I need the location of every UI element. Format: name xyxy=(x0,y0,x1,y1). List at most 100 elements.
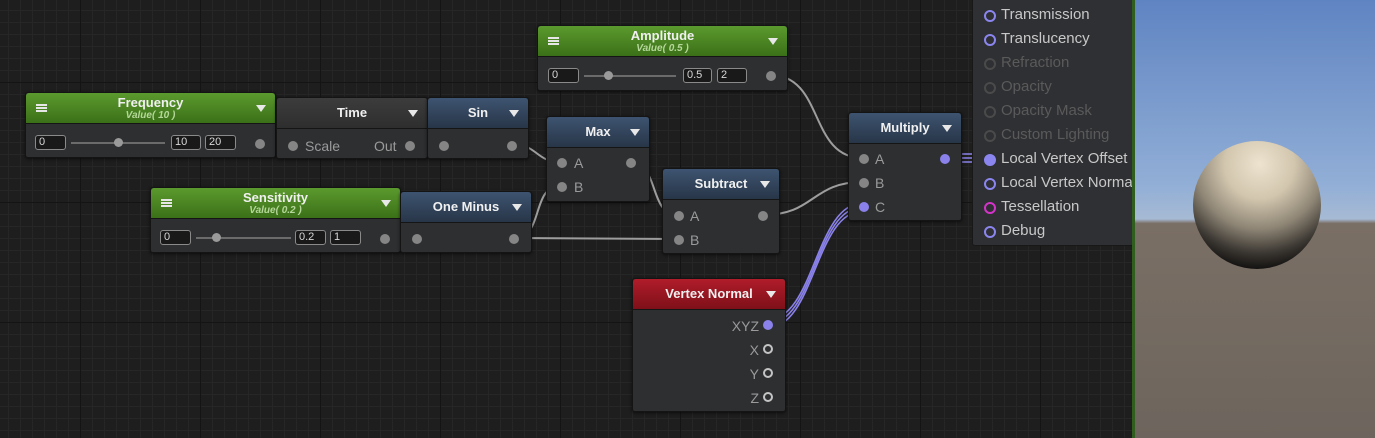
output-port-debug[interactable]: Debug xyxy=(973,221,1133,241)
b-label: B xyxy=(574,179,584,195)
input-port[interactable] xyxy=(439,141,449,151)
min-field[interactable]: 0 xyxy=(548,68,579,83)
value-slider-thumb[interactable] xyxy=(114,138,123,147)
menu-icon[interactable] xyxy=(36,104,47,112)
out-label: Out xyxy=(374,138,397,154)
b-label: B xyxy=(875,175,885,191)
x-output-port[interactable] xyxy=(763,344,773,354)
max-field[interactable]: 20 xyxy=(205,135,236,150)
output-port[interactable] xyxy=(507,141,517,151)
output-port-opacity: Opacity xyxy=(973,77,1133,97)
xyz-output-port[interactable] xyxy=(763,320,773,330)
out-port[interactable] xyxy=(405,141,415,151)
output-port-translucency[interactable]: Translucency xyxy=(973,29,1133,49)
menu-icon[interactable] xyxy=(161,199,172,207)
one-minus-node[interactable]: One Minus xyxy=(400,191,532,253)
material-preview[interactable] xyxy=(1132,0,1375,438)
b-input-port[interactable] xyxy=(557,182,567,192)
wire-oneminus-subtract-b xyxy=(513,237,679,240)
frequency-header[interactable]: Frequency Value( 10 ) xyxy=(26,93,275,124)
port-icon[interactable] xyxy=(984,154,996,166)
output-port-local-vertex-normal[interactable]: Local Vertex Normal xyxy=(973,173,1133,193)
port-icon[interactable] xyxy=(984,226,996,238)
dropdown-arrow-icon[interactable] xyxy=(760,181,770,188)
value-slider-track[interactable] xyxy=(584,75,676,77)
sensitivity-node[interactable]: Sensitivity Value( 0.2 ) 0 0.2 1 xyxy=(150,187,401,253)
output-port-local-vertex-offset[interactable]: Local Vertex Offset xyxy=(973,149,1133,169)
frequency-node[interactable]: Frequency Value( 10 ) 0 10 20 xyxy=(25,92,276,158)
vertex-normal-header[interactable]: Vertex Normal xyxy=(633,279,785,310)
value-slider-thumb[interactable] xyxy=(604,71,613,80)
dropdown-arrow-icon[interactable] xyxy=(408,110,418,117)
max-node[interactable]: Max A B xyxy=(546,116,650,202)
z-output-port[interactable] xyxy=(763,392,773,402)
a-input-port[interactable] xyxy=(859,154,869,164)
output-port[interactable] xyxy=(758,211,768,221)
amplitude-node[interactable]: Amplitude Value( 0.5 ) 0 0.5 2 xyxy=(537,25,788,91)
sensitivity-header[interactable]: Sensitivity Value( 0.2 ) xyxy=(151,188,400,219)
output-port[interactable] xyxy=(626,158,636,168)
max-field[interactable]: 1 xyxy=(330,230,361,245)
output-port[interactable] xyxy=(509,234,519,244)
master-output-node[interactable]: Transmission Translucency Refraction Opa… xyxy=(972,0,1134,246)
multiply-node[interactable]: Multiply A B C xyxy=(848,112,962,221)
a-label: A xyxy=(574,155,584,171)
input-port[interactable] xyxy=(412,234,422,244)
y-output-port[interactable] xyxy=(763,368,773,378)
time-header[interactable]: Time xyxy=(277,98,427,129)
a-input-port[interactable] xyxy=(557,158,567,168)
dropdown-arrow-icon[interactable] xyxy=(256,105,266,112)
sin-header[interactable]: Sin xyxy=(428,98,528,129)
output-port-transmission[interactable]: Transmission xyxy=(973,5,1133,25)
output-port[interactable] xyxy=(940,154,950,164)
value-slider-thumb[interactable] xyxy=(212,233,221,242)
subtract-node[interactable]: Subtract A B xyxy=(662,168,780,254)
amplitude-header[interactable]: Amplitude Value( 0.5 ) xyxy=(538,26,787,57)
node-title: Vertex Normal xyxy=(665,286,753,301)
sin-node[interactable]: Sin xyxy=(427,97,529,159)
port-icon xyxy=(984,106,996,118)
max-header[interactable]: Max xyxy=(547,117,649,148)
dropdown-arrow-icon[interactable] xyxy=(512,204,522,211)
port-icon xyxy=(984,82,996,94)
output-port[interactable] xyxy=(380,234,390,244)
value-field[interactable]: 0.2 xyxy=(295,230,326,245)
max-field[interactable]: 2 xyxy=(717,68,747,83)
output-port[interactable] xyxy=(766,71,776,81)
b-input-port[interactable] xyxy=(674,235,684,245)
node-title: Frequency xyxy=(117,94,184,110)
multiply-header[interactable]: Multiply xyxy=(849,113,961,144)
dropdown-arrow-icon[interactable] xyxy=(630,129,640,136)
a-input-port[interactable] xyxy=(674,211,684,221)
vertex-normal-node[interactable]: Vertex Normal XYZ X Y Z xyxy=(632,278,786,412)
value-field[interactable]: 0.5 xyxy=(683,68,712,83)
port-label: Custom Lighting xyxy=(1001,126,1110,143)
value-slider-track[interactable] xyxy=(196,237,291,239)
time-node[interactable]: Time Scale Out xyxy=(276,97,428,159)
preview-sphere xyxy=(1193,141,1321,269)
min-field[interactable]: 0 xyxy=(35,135,66,150)
port-icon[interactable] xyxy=(984,34,996,46)
dropdown-arrow-icon[interactable] xyxy=(766,291,776,298)
dropdown-arrow-icon[interactable] xyxy=(768,38,778,45)
output-port[interactable] xyxy=(255,139,265,149)
scale-input-port[interactable] xyxy=(288,141,298,151)
c-label: C xyxy=(875,199,886,215)
node-subtitle: Value( 10 ) xyxy=(125,109,176,121)
port-icon[interactable] xyxy=(984,178,996,190)
b-input-port[interactable] xyxy=(859,178,869,188)
dropdown-arrow-icon[interactable] xyxy=(381,200,391,207)
c-input-port[interactable] xyxy=(859,202,869,212)
output-port-opacity-mask: Opacity Mask xyxy=(973,101,1133,121)
port-icon[interactable] xyxy=(984,10,996,22)
dropdown-arrow-icon[interactable] xyxy=(942,125,952,132)
menu-icon[interactable] xyxy=(548,37,559,45)
one-minus-header[interactable]: One Minus xyxy=(401,192,531,223)
port-icon[interactable] xyxy=(984,202,996,214)
dropdown-arrow-icon[interactable] xyxy=(509,110,519,117)
subtract-header[interactable]: Subtract xyxy=(663,169,779,200)
b-label: B xyxy=(690,232,700,248)
output-port-tessellation[interactable]: Tessellation xyxy=(973,197,1133,217)
min-field[interactable]: 0 xyxy=(160,230,191,245)
value-field[interactable]: 10 xyxy=(171,135,201,150)
